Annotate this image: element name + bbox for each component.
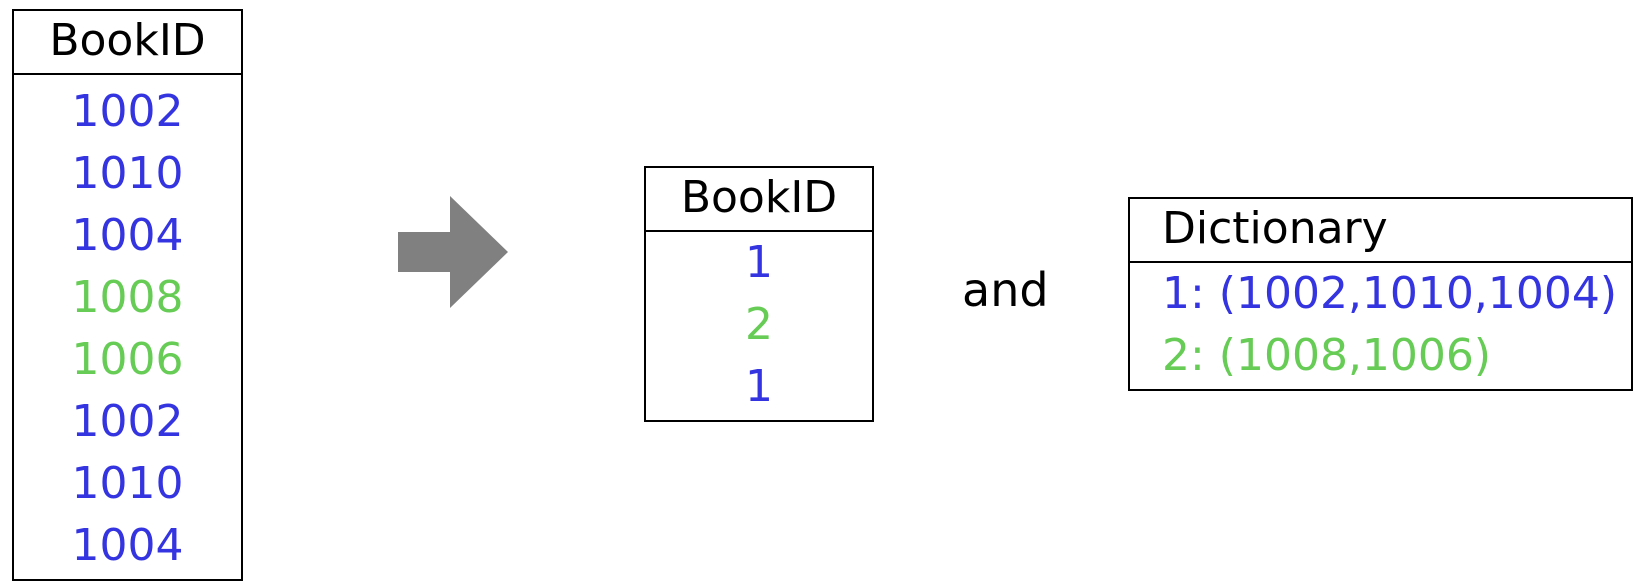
original-table-body: 1002 1010 1004 1008 1006 1002 1010 1004 — [14, 75, 241, 577]
table-row: 1004 — [71, 210, 184, 261]
table-row: 1010 — [71, 148, 184, 199]
table-row: 1 — [745, 361, 773, 412]
table-row: 1 — [745, 237, 773, 288]
table-row: 2 — [745, 299, 773, 350]
dictionary-entry: 1: (1002,1010,1004) — [1162, 268, 1618, 319]
table-row: 1004 — [71, 520, 184, 571]
original-table-header: BookID — [14, 11, 241, 75]
table-row: 1002 — [71, 86, 184, 137]
right-arrow-icon — [398, 196, 508, 308]
table-row: 1006 — [71, 334, 184, 385]
encoded-table-body: 1 2 1 — [646, 232, 872, 418]
connector-text: and — [962, 263, 1049, 317]
table-row: 1002 — [71, 396, 184, 447]
arrow-shape — [398, 196, 508, 308]
table-row: 1008 — [71, 272, 184, 323]
dictionary-entry: 2: (1008,1006) — [1162, 330, 1492, 381]
encoded-table-header: BookID — [646, 168, 872, 232]
dictionary-body: 1: (1002,1010,1004) 2: (1008,1006) — [1130, 263, 1631, 387]
dictionary-table: Dictionary 1: (1002,1010,1004) 2: (1008,… — [1128, 197, 1633, 391]
original-bookid-table: BookID 1002 1010 1004 1008 1006 1002 101… — [12, 9, 243, 581]
dictionary-header: Dictionary — [1130, 199, 1631, 263]
table-row: 1010 — [71, 458, 184, 509]
encoded-bookid-table: BookID 1 2 1 — [644, 166, 874, 422]
